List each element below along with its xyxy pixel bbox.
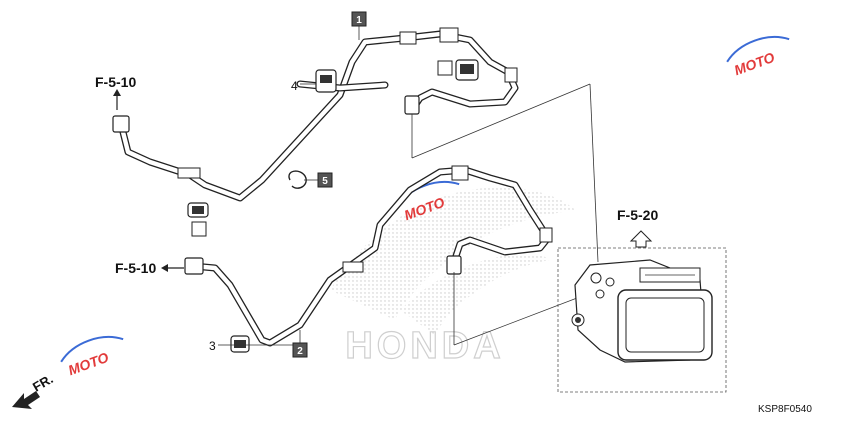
ref-label-f510-top: F-5-10 bbox=[95, 74, 136, 90]
ref-label-f510-bottom: F-5-10 bbox=[115, 260, 156, 276]
clip-part-4 bbox=[315, 69, 337, 93]
part-number-5: 5 bbox=[322, 176, 328, 187]
part-number-box-1: 1 bbox=[351, 11, 367, 27]
front-label: FR. bbox=[30, 371, 56, 394]
part-number-box-2: 2 bbox=[292, 342, 308, 358]
clip-top-right bbox=[455, 59, 479, 81]
front-direction-indicator: FR. bbox=[12, 371, 56, 409]
clip-left-middle bbox=[187, 202, 209, 218]
moto-logo-text: MOTO bbox=[66, 349, 111, 378]
part-number-box-5: 5 bbox=[317, 172, 333, 188]
part-number-4: 4 bbox=[291, 79, 298, 93]
honda-wing-watermark: HONDA bbox=[330, 187, 575, 368]
part-number-1: 1 bbox=[356, 15, 362, 26]
clip-part-5 bbox=[288, 170, 307, 189]
upper-brake-hose bbox=[112, 27, 519, 202]
abs-dashed-frame bbox=[557, 247, 727, 393]
moto-logo-bottom-left: MOTO bbox=[60, 336, 124, 378]
up-arrow-icon bbox=[629, 230, 653, 248]
leader-lines bbox=[218, 22, 599, 346]
moto-logo-top-right: MOTO bbox=[726, 36, 790, 78]
diagram-code: KSP8F0540 bbox=[758, 404, 812, 415]
honda-watermark-text: HONDA bbox=[345, 325, 504, 367]
part-number-3: 3 bbox=[209, 339, 216, 353]
ref-label-f520: F-5-20 bbox=[617, 207, 658, 223]
abs-modulator-group bbox=[557, 247, 727, 393]
clip-part-3 bbox=[230, 335, 250, 353]
up-arrow-icon bbox=[113, 89, 121, 96]
front-arrow-icon bbox=[12, 391, 40, 409]
moto-logo-text: MOTO bbox=[732, 49, 777, 78]
lower-brake-hose bbox=[184, 165, 553, 347]
left-arrow-icon bbox=[161, 264, 168, 272]
blank-ref-square-left bbox=[191, 221, 207, 237]
part-number-2: 2 bbox=[297, 346, 303, 357]
blank-ref-square-top bbox=[437, 60, 453, 76]
